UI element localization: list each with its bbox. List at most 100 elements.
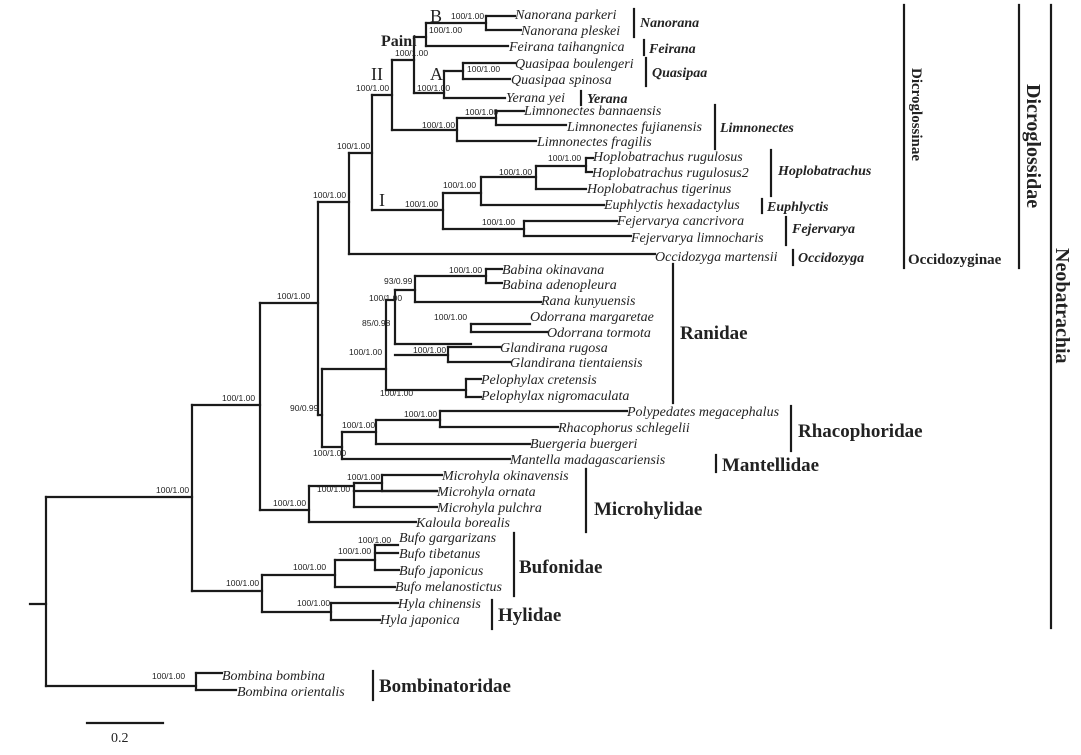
genus-yerana: Yerana (587, 92, 627, 107)
support-bufo-mid: 100/1.00 (338, 546, 371, 556)
taxon-microhyla-okinavensis: Microhyla okinavensis (441, 469, 569, 484)
scale-bar: 0.2 (85, 721, 165, 746)
taxon-glandirana-tientaiensis: Glandirana tientaiensis (510, 356, 643, 371)
taxon-quasipaa-boulengeri: Quasipaa boulengeri (515, 57, 634, 72)
genus-labels: Nanorana Feirana Quasipaa Yerana Limnone… (579, 7, 872, 267)
taxon-buergeria-buergeri: Buergeria buergeri (530, 437, 638, 452)
taxon-odorrana-margaretae: Odorrana margaretae (530, 310, 654, 325)
taxon-bombina-bombina: Bombina bombina (222, 669, 325, 684)
support-pelophylax: 100/1.00 (380, 388, 413, 398)
support-clade-i: 100/1.00 (405, 199, 438, 209)
clade-label-paini: Paini (381, 33, 417, 50)
genus-nanorana: Nanorana (639, 16, 699, 31)
support-limnonectes-inner: 100/1.00 (465, 107, 498, 117)
genus-quasipaa: Quasipaa (652, 66, 707, 81)
taxon-babina-okinavana: Babina okinavana (502, 263, 604, 278)
genus-feirana: Feirana (648, 42, 696, 57)
taxon-mantella-madagascariensis: Mantella madagascariensis (509, 453, 666, 468)
taxon-yerana-yei: Yerana yei (506, 91, 565, 106)
family-hylidae: Hylidae (498, 605, 561, 626)
support-bufo-hyla: 100/1.00 (226, 578, 259, 588)
taxon-odorrana-tormota: Odorrana tormota (547, 326, 651, 341)
support-babina-rana: 93/0.99 (384, 276, 413, 286)
support-dicroglossidae: 100/1.00 (313, 190, 346, 200)
family-ranidae: Ranidae (680, 323, 748, 344)
taxon-microhyla-pulchra: Microhyla pulchra (436, 501, 542, 516)
taxon-kaloula-borealis: Kaloula borealis (415, 516, 511, 531)
genus-hoplobatrachus: Hoplobatrachus (777, 164, 872, 179)
taxon-bufo-japonicus: Bufo japonicus (399, 564, 484, 579)
taxon-bufo-gargarizans: Bufo gargarizans (399, 531, 497, 546)
support-limnonectes: 100/1.00 (422, 120, 455, 130)
taxon-bufo-melanostictus: Bufo melanostictus (395, 580, 502, 595)
support-values: 100/1.00 100/1.00 100/1.00 100/1.00 100/… (152, 11, 581, 681)
subfamily-dicroglossinae: Dicroglossinae (908, 68, 924, 161)
taxon-rana-kunyuensis: Rana kunyuensis (540, 294, 636, 309)
family-bombinatoridae: Bombinatoridae (379, 676, 511, 697)
taxon-fejervarya-cancrivora: Fejervarya cancrivora (616, 214, 744, 229)
taxon-pelophylax-nigromaculata: Pelophylax nigromaculata (480, 389, 629, 404)
support-hoplo-euphlyctis: 100/1.00 (443, 180, 476, 190)
support-quasipaa: 100/1.00 (467, 64, 500, 74)
genus-limnonectes: Limnonectes (719, 121, 794, 136)
taxon-fejervarya-limnocharis: Fejervarya limnocharis (630, 231, 764, 246)
taxon-babina-adenopleura: Babina adenopleura (502, 278, 617, 293)
taxon-hoplobatrachus-tigerinus: Hoplobatrachus tigerinus (586, 182, 732, 197)
support-dicroglossinae: 100/1.00 (337, 141, 370, 151)
scale-bar-label: 0.2 (111, 731, 129, 746)
support-hoplobatrachus-inner: 100/1.00 (548, 153, 581, 163)
support-babina: 100/1.00 (449, 265, 482, 275)
taxon-bufo-tibetanus: Bufo tibetanus (399, 547, 481, 562)
family-dicroglossidae: Dicroglossidae (1022, 84, 1044, 208)
taxon-rhacophorus-schlegelii: Rhacophorus schlegelii (557, 421, 690, 436)
taxon-quasipaa-spinosa: Quasipaa spinosa (511, 73, 612, 88)
support-microhyla: 100/1.00 (317, 484, 350, 494)
taxon-hyla-chinensis: Hyla chinensis (397, 597, 481, 612)
taxon-bombina-orientalis: Bombina orientalis (237, 685, 345, 700)
support-microhylidae: 100/1.00 (273, 498, 306, 508)
clade-neobatrachia: Neobatrachia (1051, 248, 1073, 364)
support-ranoidea-microhylidae: 100/1.00 (222, 393, 255, 403)
genus-occidozyga: Occidozyga (798, 251, 864, 266)
taxon-limnonectes-fujianensis: Limnonectes fujianensis (566, 120, 702, 135)
support-neobatrachia: 100/1.00 (156, 485, 189, 495)
taxon-nanorana-pleskei: Nanorana pleskei (520, 24, 620, 39)
genus-fejervarya: Fejervarya (791, 222, 855, 237)
clade-label-b: B (430, 6, 442, 26)
support-rhaco-mantellidae: 100/1.00 (313, 448, 346, 458)
support-paini: 100/1.00 (395, 48, 428, 58)
support-microhyla-inner: 100/1.00 (347, 472, 380, 482)
support-bufo-inner: 100/1.00 (358, 535, 391, 545)
support-ranoidea-inner: 90/0.99 (290, 403, 319, 413)
genus-euphlyctis: Euphlyctis (766, 200, 829, 215)
family-rhacophoridae: Rhacophoridae (798, 421, 923, 442)
family-labels: Ranidae Rhacophoridae Mantellidae Microh… (371, 262, 923, 702)
clade-labels: B A II I Paini (371, 6, 443, 210)
clade-label-a: A (430, 64, 443, 84)
support-odorrana: 100/1.00 (434, 312, 467, 322)
clade-label-i: I (379, 190, 385, 210)
family-microhylidae: Microhylidae (594, 499, 702, 520)
taxon-occidozyga-martensii: Occidozyga martensii (655, 250, 778, 265)
support-bufonidae: 100/1.00 (293, 562, 326, 572)
taxon-hyla-japonica: Hyla japonica (379, 613, 460, 628)
support-polypedates-rhacophorus: 100/1.00 (404, 409, 437, 419)
support-bombina: 100/1.00 (152, 671, 185, 681)
subfamily-occidozyginae: Occidozyginae (908, 252, 1002, 268)
taxon-hoplobatrachus-rugulosus: Hoplobatrachus rugulosus (592, 150, 743, 165)
clade-label-ii: II (371, 64, 383, 84)
support-fejervarya: 100/1.00 (482, 217, 515, 227)
family-bufonidae: Bufonidae (519, 557, 602, 578)
support-quasipaa-yerana: 100/1.00 (417, 83, 450, 93)
taxon-glandirana-rugosa: Glandirana rugosa (500, 341, 608, 356)
taxon-pelophylax-cretensis: Pelophylax cretensis (480, 373, 597, 388)
support-ranidae: 100/1.00 (349, 347, 382, 357)
taxon-feirana-taihangnica: Feirana taihangnica (508, 40, 625, 55)
support-ranidae-inner: 85/0.98 (362, 318, 391, 328)
taxon-labels: Nanorana parkeri Nanorana pleskei Feiran… (222, 8, 780, 700)
higher-group-labels: Dicroglossinae Occidozyginae Dicroglossi… (902, 3, 1073, 630)
taxon-polypedates-megacephalus: Polypedates megacephalus (626, 405, 780, 420)
support-hoplobatrachus: 100/1.00 (499, 167, 532, 177)
support-glandirana: 100/1.00 (413, 345, 446, 355)
